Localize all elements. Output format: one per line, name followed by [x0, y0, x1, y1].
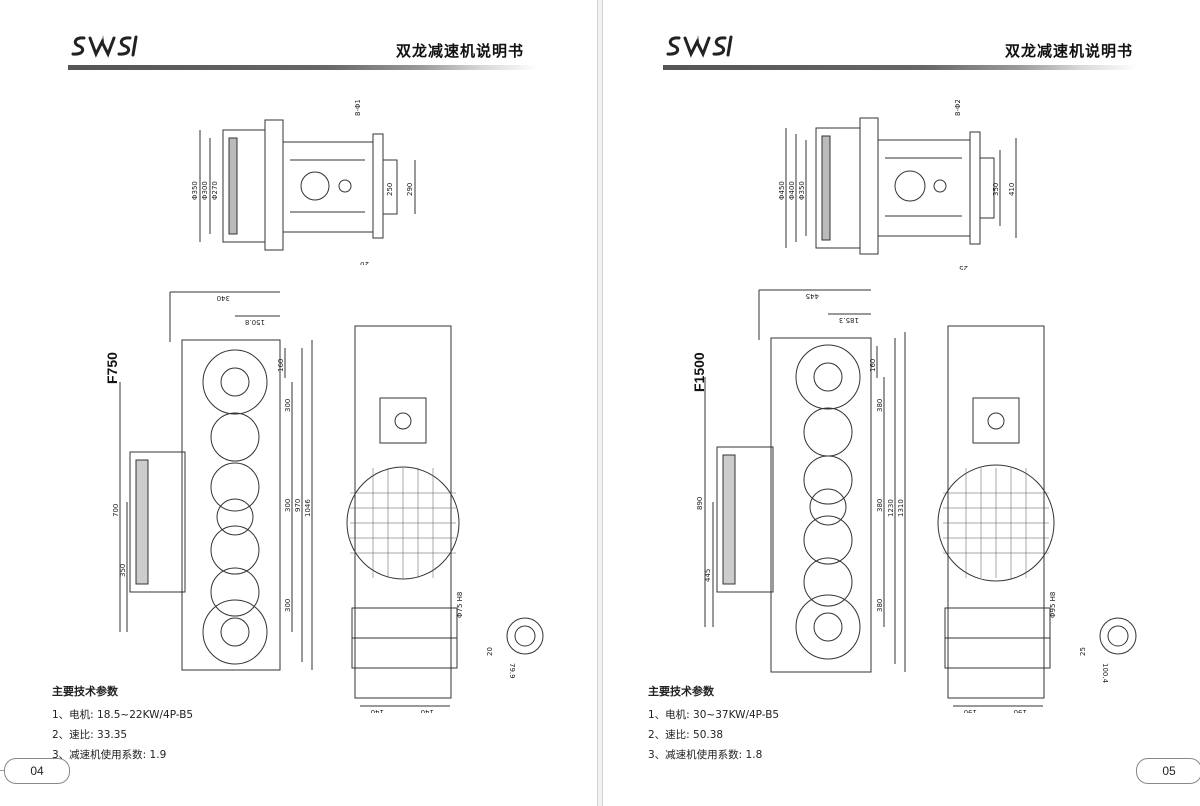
side-view-drawing: Φ75 H8 20 79.9 140 140 [346, 325, 544, 713]
dim-label: 300 [284, 499, 292, 512]
dim-label: Φ350 [191, 181, 199, 200]
dim-label: 100.4 [1101, 663, 1109, 684]
top-view-drawing: 8-Φ18 Φ350 Φ300 Φ270 250 290 20 [191, 100, 416, 265]
front-view-drawing: 340 150.8 160 300 300 300 970 1046 700 3… [112, 291, 313, 671]
dim-label: Φ300 [201, 181, 209, 200]
book-gutter [597, 0, 603, 806]
spec-heading: 主要技术参数 [648, 685, 714, 698]
dim-label: 380 [876, 599, 884, 612]
dim-label: 190 [964, 708, 977, 713]
dim-label: Φ75 H8 [456, 592, 464, 618]
dim-label: 140 [371, 708, 384, 713]
dim-label: 20 [360, 260, 369, 265]
dim-label: 25 [1079, 647, 1087, 656]
header-rule [663, 65, 1137, 70]
dim-label: 410 [1008, 183, 1016, 196]
dim-label: 185.3 [839, 316, 859, 324]
page-number: 05 [1136, 758, 1200, 784]
document-title: 双龙减速机说明书 [1005, 42, 1134, 60]
swsj-logo [71, 35, 138, 58]
right-page: 双龙减速机说明书 8-Φ28 Φ450 Φ400 Φ350 350 [603, 0, 1200, 806]
spec-block: 主要技术参数 1、电机: 30~37KW/4P-B5 2、速比: 50.38 3… [648, 683, 779, 767]
dim-label: 445 [806, 292, 819, 300]
left-page: 双龙减速机说明书 8-Φ18 Φ350 Φ300 Φ270 250 290 20 [0, 0, 597, 806]
dim-label: Φ270 [211, 181, 219, 200]
dim-label: 350 [119, 564, 127, 577]
dim-label: 160 [869, 359, 877, 372]
spec-line-motor: 1、电机: 30~37KW/4P-B5 [648, 709, 780, 721]
dim-label: 350 [992, 183, 1000, 196]
dim-label: 445 [704, 569, 712, 582]
swsj-logo [666, 35, 733, 58]
dim-label: 250 [386, 183, 394, 196]
dim-label: 380 [876, 399, 884, 412]
top-view-drawing: 8-Φ28 Φ450 Φ400 Φ350 350 410 25 [778, 100, 1017, 270]
dim-label: 700 [112, 504, 120, 517]
spec-line-ratio: 2、速比: 33.35 [52, 729, 128, 741]
dim-label: 140 [421, 708, 434, 713]
spec-line-factor: 3、减速机使用系数: 1.9 [52, 749, 167, 761]
dim-label: 190 [1014, 708, 1027, 713]
dim-label: 1310 [897, 499, 905, 517]
spec-line-factor: 3、减速机使用系数: 1.8 [648, 749, 763, 761]
spec-line-motor: 1、电机: 18.5~22KW/4P-B5 [52, 709, 194, 721]
dim-label: 160 [277, 359, 285, 372]
document-title: 双龙减速机说明书 [396, 42, 525, 60]
dim-label: 25 [959, 264, 968, 270]
dim-label: Φ400 [788, 181, 796, 200]
dim-label: 8-Φ28 [954, 100, 962, 116]
front-view-drawing: 445 185.3 160 380 380 380 1230 1310 890 … [696, 289, 906, 673]
spec-block: 主要技术参数 1、电机: 18.5~22KW/4P-B5 2、速比: 33.35… [52, 683, 193, 767]
dim-label: 970 [294, 499, 302, 512]
dim-label: 150.8 [245, 318, 265, 326]
dim-label: 290 [406, 183, 414, 196]
dim-label: Φ95 H8 [1049, 592, 1057, 618]
dim-label: 79.9 [508, 663, 516, 679]
dim-label: 890 [696, 497, 704, 510]
dim-label: 8-Φ18 [354, 100, 362, 116]
dim-label: Φ450 [778, 181, 786, 200]
page-number: 04 [4, 758, 70, 784]
header-rule [68, 65, 538, 70]
spec-line-ratio: 2、速比: 50.38 [648, 729, 724, 741]
dim-label: 300 [284, 599, 292, 612]
dim-label: 20 [486, 647, 494, 656]
spec-heading: 主要技术参数 [52, 685, 118, 698]
dim-label: 300 [284, 399, 292, 412]
side-view-drawing: Φ95 H8 25 100.4 190 190 [937, 325, 1137, 713]
dim-label: Φ350 [798, 181, 806, 200]
dim-label: 380 [876, 499, 884, 512]
dim-label: 340 [217, 294, 230, 302]
dim-label: 1230 [887, 499, 895, 517]
dim-label: 1046 [304, 499, 312, 517]
